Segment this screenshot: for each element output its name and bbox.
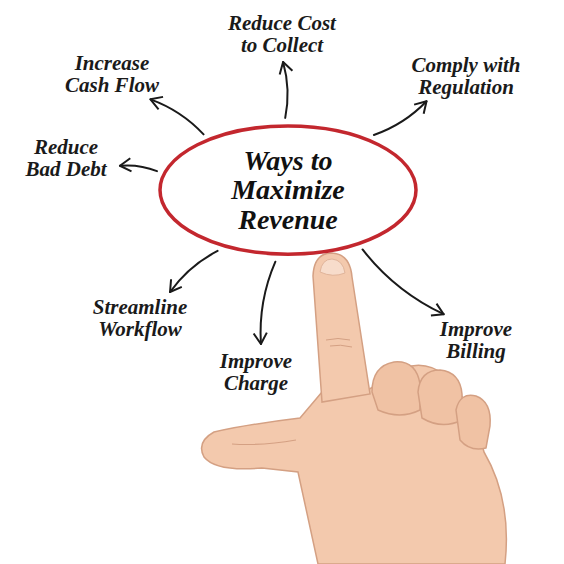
central-title: Ways to Maximize Revenue <box>206 146 371 234</box>
branch-label: Streamline Workflow <box>81 296 199 340</box>
arrow-head <box>150 97 163 109</box>
curled-finger <box>456 395 490 449</box>
branch-text: Streamline Workflow <box>81 296 199 340</box>
arrow-shaft <box>363 249 444 314</box>
arrow-head <box>120 158 132 171</box>
branch-text: Comply with Regulation <box>404 54 528 98</box>
branch-text: Reduce Cost to Collect <box>221 12 343 56</box>
branch-text: Reduce Bad Debt <box>18 136 114 180</box>
arrow-head <box>254 333 267 344</box>
curled-finger <box>418 370 462 425</box>
branch-label: Increase Cash Flow <box>57 52 167 96</box>
branch-arrow <box>254 262 276 344</box>
branch-arrow <box>374 101 427 135</box>
arrow-shaft <box>170 251 218 292</box>
ellipse-stroke <box>160 126 416 254</box>
arrow-shaft <box>374 101 427 135</box>
finger-crease <box>326 339 352 348</box>
branch-label: Reduce Bad Debt <box>18 136 114 180</box>
branch-arrow <box>363 249 444 315</box>
branch-arrow <box>150 97 203 134</box>
finger-nail <box>320 259 345 275</box>
arrow-head <box>170 279 182 292</box>
arrow-shaft <box>283 62 288 118</box>
branch-text: Improve Charge <box>210 350 302 394</box>
branch-text: Increase Cash Flow <box>57 52 167 96</box>
arrow-head <box>431 304 444 316</box>
index-finger <box>313 253 370 402</box>
branch-label: Comply with Regulation <box>404 54 528 98</box>
branch-arrow <box>170 251 218 292</box>
arrow-shaft <box>261 262 276 344</box>
branch-text: Improve Billing <box>430 318 522 362</box>
branch-label: Improve Charge <box>210 350 302 394</box>
branch-arrow <box>120 158 157 171</box>
arrow-head <box>280 62 293 74</box>
curled-finger <box>372 362 420 415</box>
thumb-crease <box>232 440 296 445</box>
central-ellipse: Ways to Maximize Revenue <box>158 124 418 256</box>
arrow-head <box>414 101 426 114</box>
branch-arrow <box>280 62 293 118</box>
branch-label: Improve Billing <box>430 318 522 362</box>
branch-label: Reduce Cost to Collect <box>221 12 343 56</box>
arrow-shaft <box>150 99 203 134</box>
